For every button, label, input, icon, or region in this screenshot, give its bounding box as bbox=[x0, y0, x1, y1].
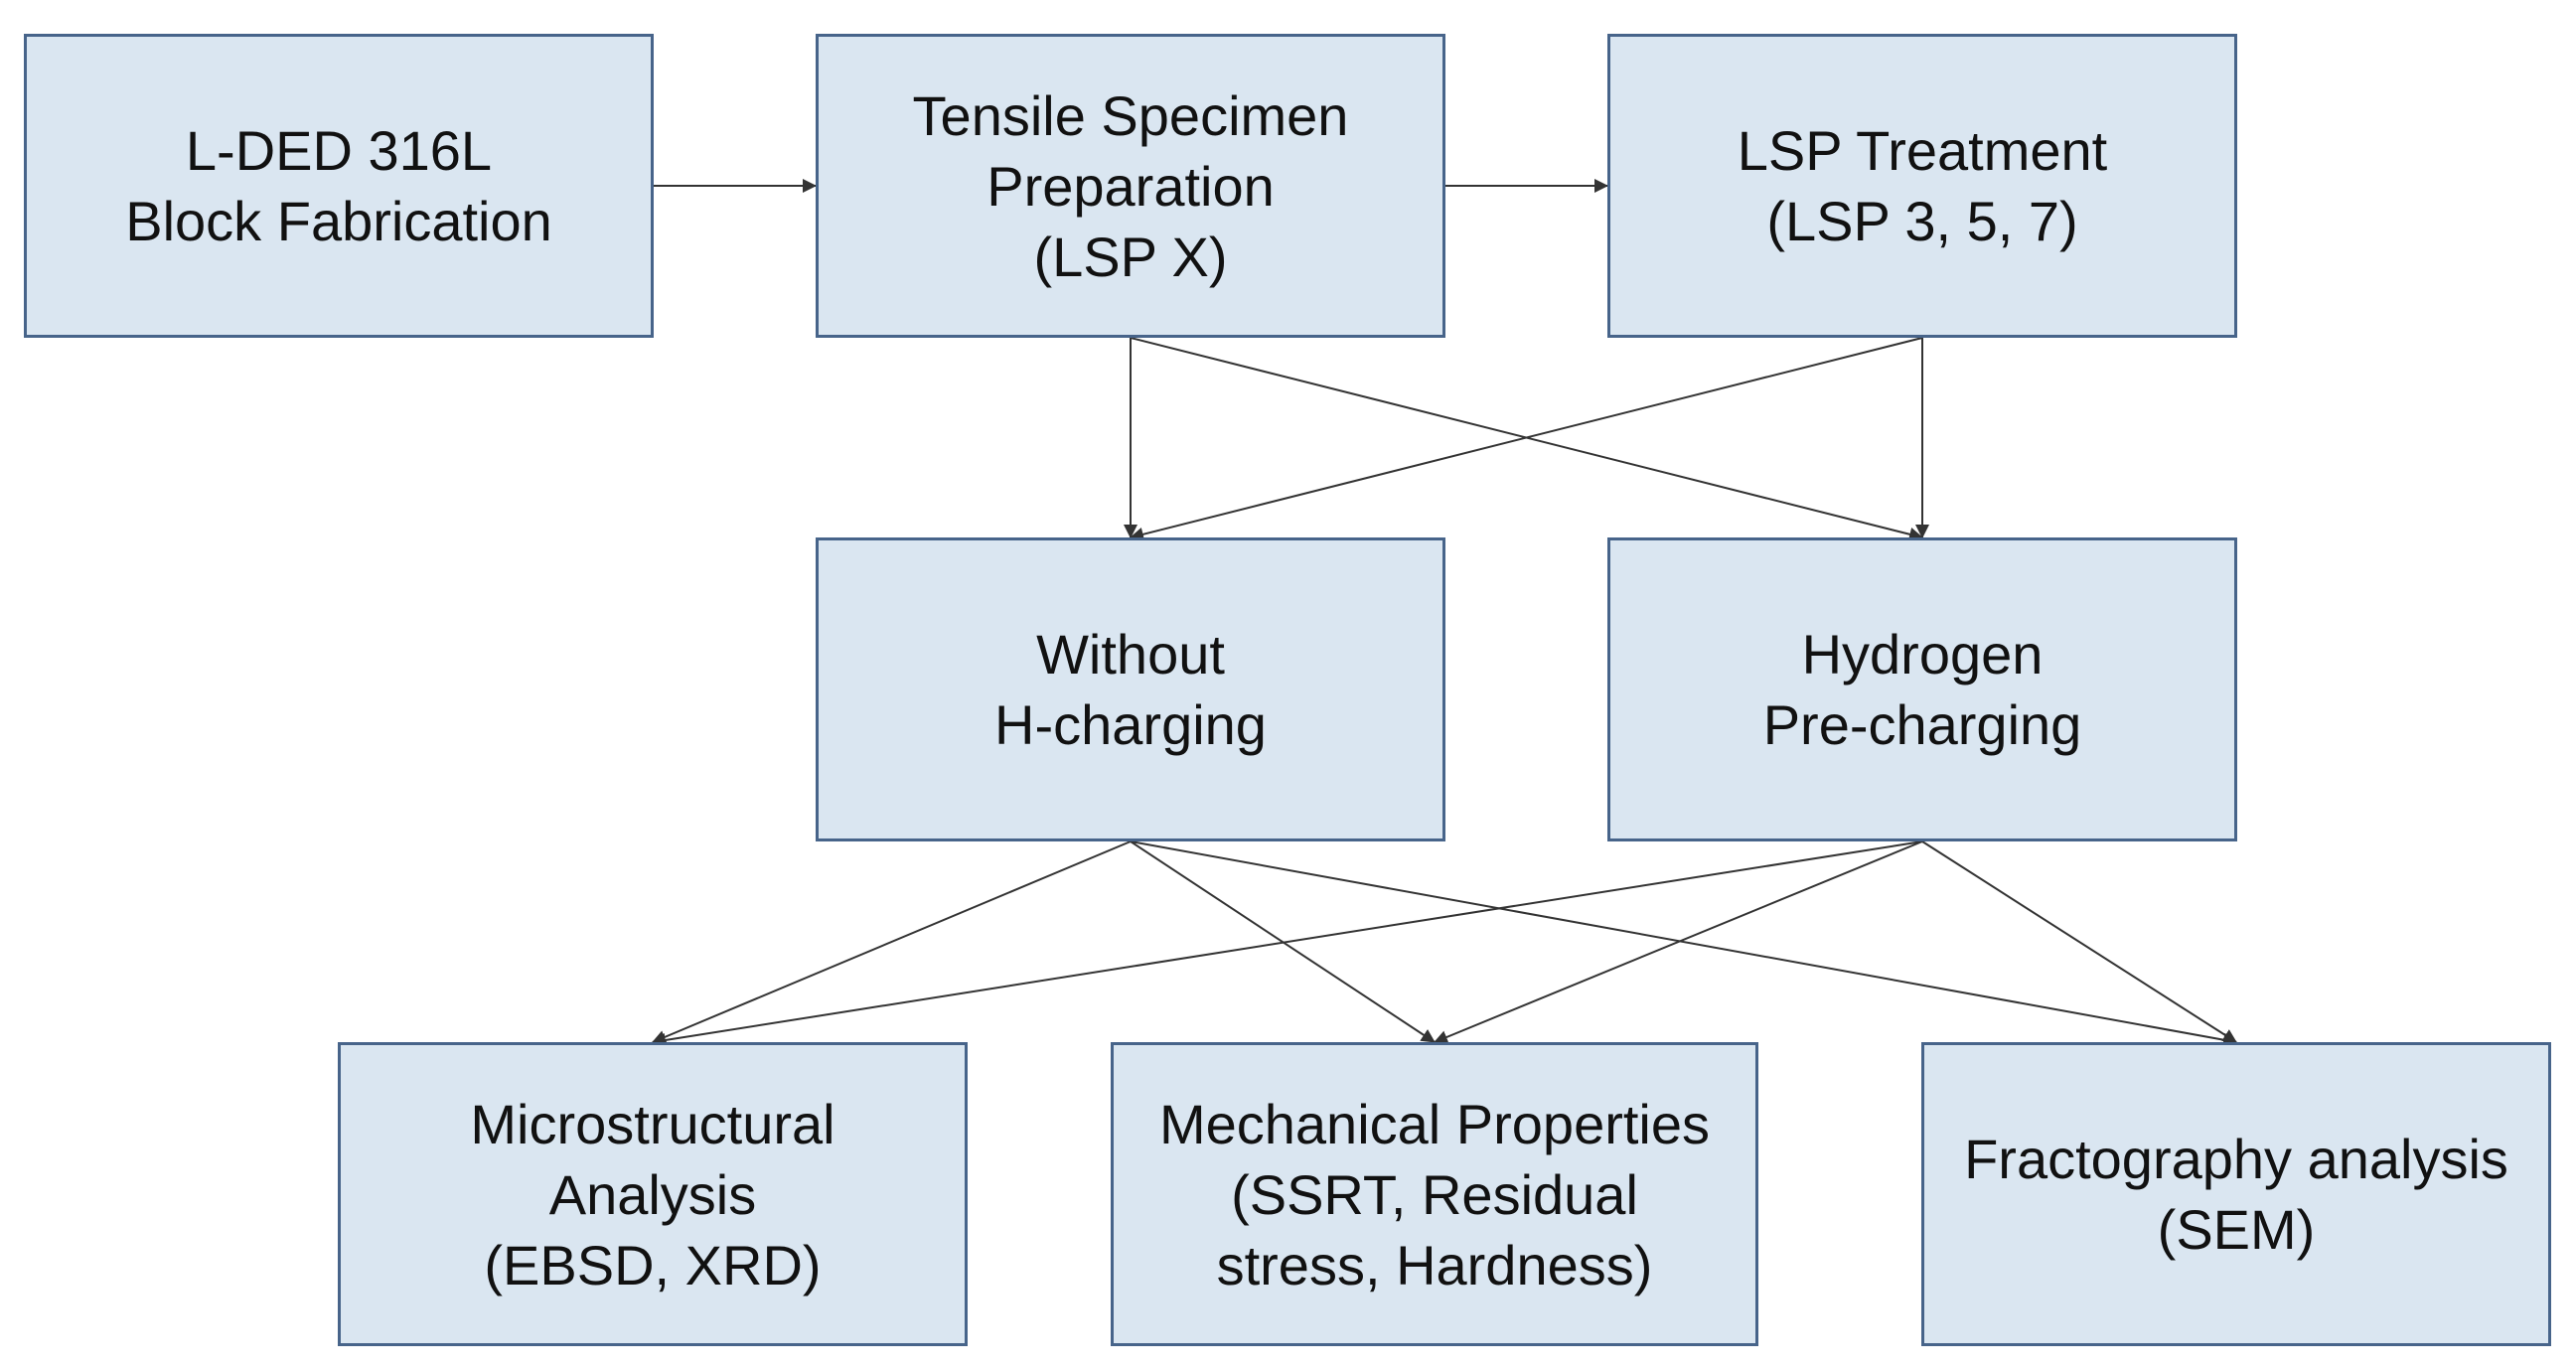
fractography-analysis-line-2: (SEM) bbox=[2157, 1198, 2316, 1261]
tensile-specimen-line-2: Preparation bbox=[986, 154, 1275, 218]
block-fabrication-line-1: L-DED 316L bbox=[185, 119, 493, 182]
hydrogen-pre-charging-line-2: Pre-charging bbox=[1762, 693, 2082, 756]
mechanical-properties-line-2: (SSRT, Residual bbox=[1231, 1162, 1638, 1226]
hydrogen-pre-charging-text: Hydrogen Pre-charging bbox=[1763, 619, 2082, 760]
arrow-hydro-to-fracto bbox=[1921, 840, 2237, 1043]
without-h-charging-line-2: H-charging bbox=[994, 693, 1267, 756]
mechanical-properties-line-1: Mechanical Properties bbox=[1158, 1092, 1711, 1155]
mechanical-properties-box: Mechanical Properties (SSRT, Residual st… bbox=[1111, 1042, 1758, 1346]
fractography-analysis-box: Fractography analysis (SEM) bbox=[1921, 1042, 2551, 1346]
block-fabrication-line-2: Block Fabrication bbox=[125, 190, 552, 252]
fractography-analysis-line-1: Fractography analysis bbox=[1964, 1128, 2508, 1190]
arrow-without-to-mech bbox=[1130, 840, 1436, 1043]
arrow-without-to-fracto bbox=[1130, 840, 2237, 1047]
block-fabrication-text: L-DED 316L Block Fabrication bbox=[125, 115, 552, 256]
microstructural-analysis-text: Microstructural Analysis (EBSD, XRD) bbox=[470, 1089, 834, 1300]
arrow-hydro-to-mech bbox=[1434, 840, 1923, 1044]
lsp-treatment-box: LSP Treatment (LSP 3, 5, 7) bbox=[1607, 34, 2237, 338]
mechanical-properties-line-3: stress, Hardness) bbox=[1216, 1233, 1653, 1296]
arrow-lsp-to-without bbox=[1130, 337, 1923, 541]
microstructural-analysis-line-2: Analysis bbox=[548, 1162, 757, 1226]
lsp-treatment-text: LSP Treatment (LSP 3, 5, 7) bbox=[1738, 115, 2108, 256]
microstructural-analysis-box: Microstructural Analysis (EBSD, XRD) bbox=[338, 1042, 968, 1346]
arrow-tensile-to-hydro bbox=[1130, 337, 1923, 541]
lsp-treatment-line-1: LSP Treatment bbox=[1737, 119, 2108, 182]
hydrogen-pre-charging-line-1: Hydrogen bbox=[1801, 623, 2044, 685]
arrow-hydro-to-micro bbox=[652, 840, 1923, 1047]
microstructural-analysis-line-3: (EBSD, XRD) bbox=[484, 1233, 822, 1296]
tensile-specimen-line-3: (LSP X) bbox=[1033, 225, 1228, 288]
without-h-charging-text: Without H-charging bbox=[994, 619, 1267, 760]
fractography-analysis-text: Fractography analysis (SEM) bbox=[1964, 1124, 2508, 1265]
without-h-charging-box: Without H-charging bbox=[816, 537, 1445, 841]
block-fabrication-box: L-DED 316L Block Fabrication bbox=[24, 34, 654, 338]
without-h-charging-line-1: Without bbox=[1036, 623, 1225, 685]
hydrogen-pre-charging-box: Hydrogen Pre-charging bbox=[1607, 537, 2237, 841]
tensile-specimen-preparation-box: Tensile Specimen Preparation (LSP X) bbox=[816, 34, 1445, 338]
arrow-without-to-micro bbox=[652, 840, 1132, 1044]
tensile-specimen-preparation-text: Tensile Specimen Preparation (LSP X) bbox=[913, 80, 1349, 292]
mechanical-properties-text: Mechanical Properties (SSRT, Residual st… bbox=[1159, 1089, 1710, 1300]
microstructural-analysis-line-1: Microstructural bbox=[470, 1092, 835, 1155]
tensile-specimen-line-1: Tensile Specimen bbox=[912, 83, 1349, 147]
lsp-treatment-line-2: (LSP 3, 5, 7) bbox=[1766, 190, 2078, 252]
